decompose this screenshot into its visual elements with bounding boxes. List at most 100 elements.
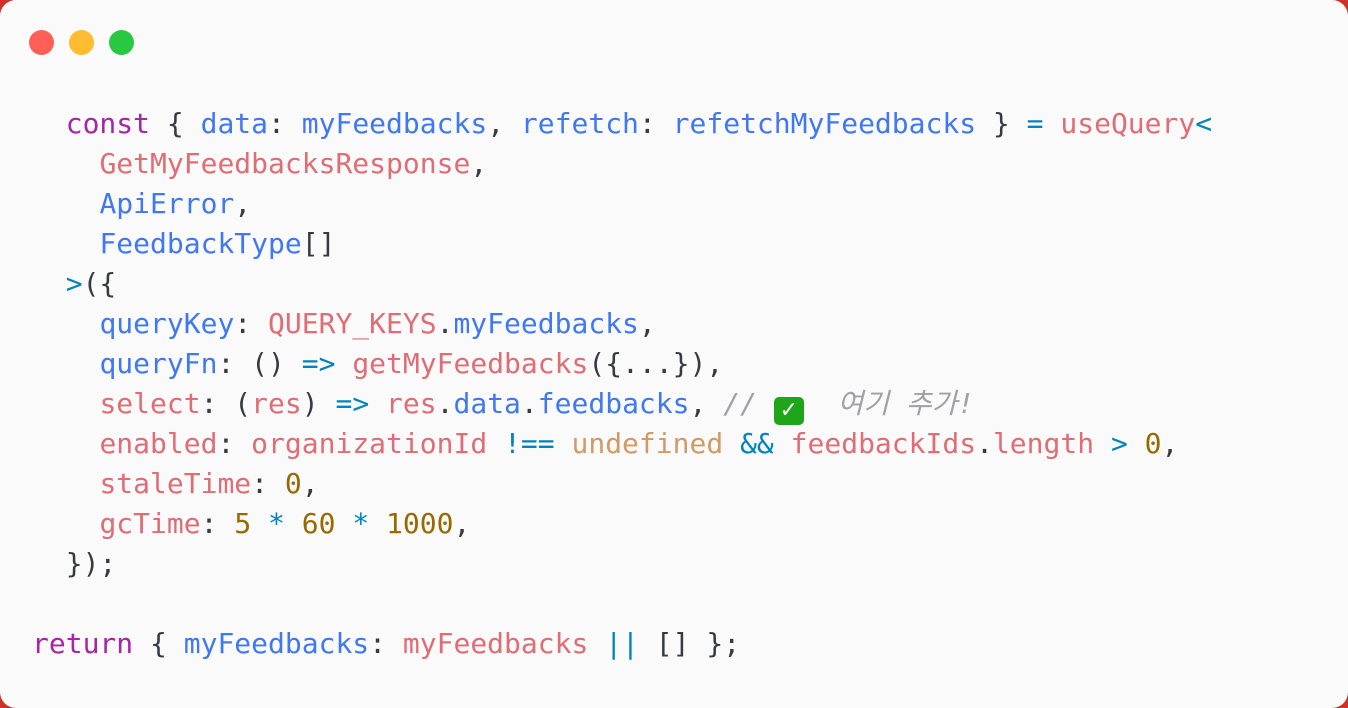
code-token <box>32 507 99 540</box>
code-token: , <box>301 467 319 500</box>
code-token: getMyFeedbacks <box>352 347 589 380</box>
code-token <box>32 427 99 460</box>
code-token <box>32 347 99 380</box>
code-token: refetch <box>520 107 639 140</box>
code-token: && <box>740 427 774 460</box>
code-token: // <box>723 387 774 420</box>
code-token: useQuery <box>1060 107 1196 140</box>
code-token: undefined <box>571 427 724 460</box>
code-token: ApiError <box>99 187 235 220</box>
code-token: . <box>436 387 454 420</box>
code-token <box>555 427 572 460</box>
code-line <box>32 584 1212 624</box>
code-token: ({ <box>82 267 117 300</box>
code-token <box>723 427 740 460</box>
code-token: myFeedbacks <box>402 627 589 660</box>
code-token: select <box>99 387 201 420</box>
code-token: , <box>638 307 656 340</box>
code-token: , <box>234 187 252 220</box>
code-token: GetMyFeedbacksResponse <box>99 147 471 180</box>
code-token: feedbackIds <box>790 427 977 460</box>
code-token: < <box>1195 107 1213 140</box>
code-line: staleTime: 0, <box>32 464 1212 504</box>
code-line: const { data: myFeedbacks, refetch: refe… <box>32 104 1212 144</box>
code-token: => <box>335 387 370 420</box>
code-token: { <box>150 107 201 140</box>
code-token: : <box>200 507 235 540</box>
code-token: myFeedbacks <box>183 627 370 660</box>
code-line: FeedbackType[] <box>32 224 1212 264</box>
code-line: }); <box>32 544 1212 584</box>
code-token: queryKey <box>99 307 235 340</box>
minimize-button[interactable] <box>69 30 94 55</box>
code-token: queryFn <box>99 347 218 380</box>
code-token: myFeedbacks <box>453 307 639 340</box>
code-line: queryKey: QUERY_KEYS.myFeedbacks, <box>32 304 1212 344</box>
code-token: : <box>369 627 403 660</box>
code-token: QUERY_KEYS <box>268 307 437 340</box>
code-token <box>1044 107 1061 140</box>
code-token <box>32 387 99 420</box>
code-token: [] <box>301 227 336 260</box>
code-token: . <box>436 307 454 340</box>
code-token: organizationId <box>251 427 488 460</box>
code-token: data <box>200 107 269 140</box>
code-token: , <box>487 107 521 140</box>
code-line: queryFn: () => getMyFeedbacks({...}), <box>32 344 1212 384</box>
code-token <box>1094 427 1111 460</box>
code-token: 5 <box>234 507 252 540</box>
code-token: 60 <box>301 507 336 540</box>
code-token: } <box>976 107 1027 140</box>
code-token <box>285 507 302 540</box>
code-token: * <box>352 507 370 540</box>
code-token: || <box>605 627 639 660</box>
code-token: { <box>133 627 184 660</box>
code-token <box>32 147 99 180</box>
code-token: myFeedbacks <box>301 107 488 140</box>
code-token: ) <box>301 387 336 420</box>
code-token: > <box>65 267 83 300</box>
code-token: res <box>251 387 302 420</box>
code-token <box>32 227 99 260</box>
code-token: > <box>1110 427 1128 460</box>
code-token: , <box>453 507 471 540</box>
code-token <box>487 427 504 460</box>
code-token: ({...}), <box>588 347 724 380</box>
code-token <box>335 507 352 540</box>
code-token: res <box>386 387 437 420</box>
code-token: 0 <box>1144 427 1162 460</box>
code-line: gcTime: 5 * 60 * 1000, <box>32 504 1212 544</box>
code-token: . <box>976 427 993 460</box>
code-token: , <box>689 387 724 420</box>
code-line: ApiError, <box>32 184 1212 224</box>
code-line: GetMyFeedbacksResponse, <box>32 144 1212 184</box>
code-token: : <box>268 107 302 140</box>
code-token: data <box>453 387 521 420</box>
code-token: staleTime <box>99 467 252 500</box>
maximize-button[interactable] <box>109 30 134 55</box>
code-token <box>369 507 386 540</box>
code-token: refetchMyFeedbacks <box>672 107 977 140</box>
code-token <box>32 187 99 220</box>
code-token: return <box>32 627 134 660</box>
code-token <box>32 307 99 340</box>
code-line: enabled: organizationId !== undefined &&… <box>32 424 1212 464</box>
code-token: [] }; <box>638 627 741 660</box>
close-button[interactable] <box>29 30 54 55</box>
code-token: => <box>301 347 336 380</box>
code-token: length <box>992 427 1095 460</box>
code-token: 여기 추가! <box>803 387 975 420</box>
check-mark-icon: ✓ <box>773 397 804 425</box>
code-token: , <box>1161 427 1179 460</box>
code-token: 1000 <box>386 507 454 540</box>
code-token: , <box>470 147 488 180</box>
code-token: * <box>268 507 285 540</box>
code-token: = <box>1026 107 1044 140</box>
code-token <box>774 427 791 460</box>
code-token: . <box>520 387 538 420</box>
code-token: : <box>234 307 269 340</box>
code-token: : <box>217 427 252 460</box>
code-token <box>588 627 605 660</box>
code-token <box>251 507 268 540</box>
